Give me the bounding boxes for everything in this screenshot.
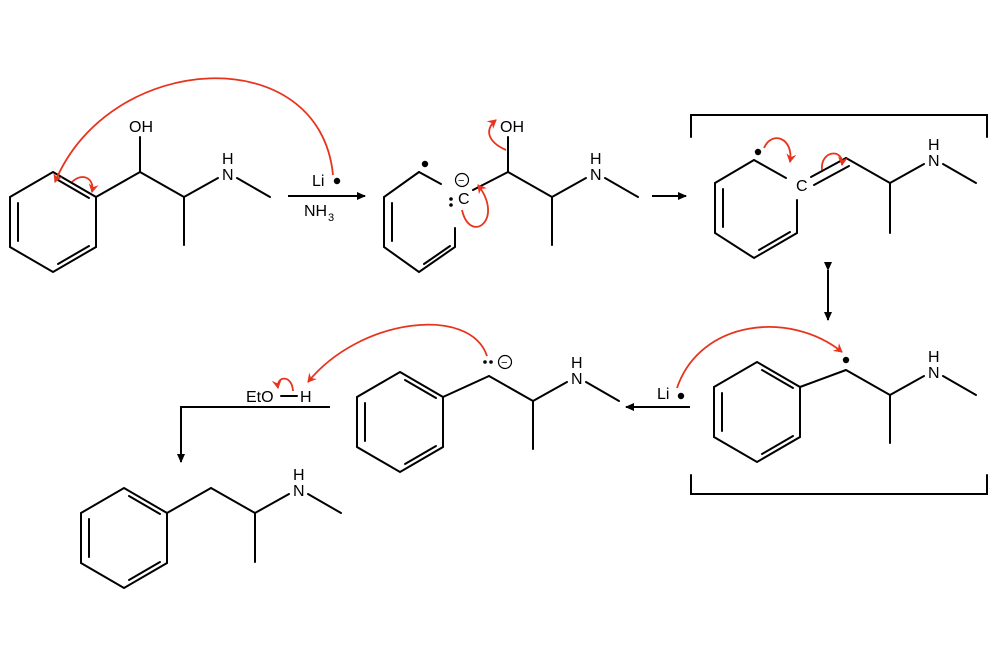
nh3-label: NH: [304, 203, 327, 220]
molecule-benzylic-radical: N H: [676, 326, 977, 464]
radical-dot-4: [842, 356, 850, 364]
amine-n-label-4: N: [928, 365, 940, 382]
molecule-radical-anion: C − OH N H: [383, 119, 639, 274]
li-radical-dot-1: [333, 177, 341, 185]
curly-arrow-pi-shift: [821, 152, 848, 171]
negative-sign-2: −: [501, 357, 507, 369]
amine-n-label-1: N: [222, 167, 234, 184]
curly-arrow-oh-bond: [271, 377, 294, 392]
molecule-pseudoephedrine: OH N H: [9, 77, 334, 274]
curly-arrow-ring-pi: [71, 176, 99, 193]
benzene-ring-6: [80, 486, 168, 590]
amine-h-label-6: H: [293, 467, 305, 484]
curly-arrow-li-to-radical: [676, 326, 843, 389]
curly-arrow-oh-leaving: [486, 119, 507, 151]
lone-pair-dot-2b: [449, 203, 453, 207]
resonance-bracket-top: [690, 114, 988, 138]
amine-n-label-6: N: [293, 483, 305, 500]
negative-sign-1: −: [458, 175, 464, 187]
amine-h-label-3: H: [928, 137, 940, 154]
molecule-resonance-a: C N H: [714, 137, 977, 260]
molecule-benzylic-anion: − N H: [307, 323, 620, 474]
curly-arrow-lone-pair: [461, 184, 489, 228]
curly-arrow-anion-to-h: [307, 323, 488, 383]
nh3-subscript: 3: [328, 212, 334, 224]
amine-h-label-4: H: [928, 349, 940, 366]
curly-arrow-radical-shift: [763, 137, 797, 163]
lone-pair-dot-5a: [483, 360, 487, 364]
negative-charge-2: −: [497, 354, 513, 370]
radical-dot-3: [754, 148, 762, 156]
radical-dot-2: [421, 160, 429, 168]
radical-c-label: C: [796, 178, 808, 195]
amine-n-label-3: N: [928, 153, 940, 170]
eto-label: EtO: [246, 389, 274, 406]
amine-h-label-2: H: [590, 151, 602, 168]
lone-pair-dot-2a: [449, 197, 453, 201]
curly-arrow-li-to-ring: [53, 77, 334, 183]
li-radical-dot-2: [677, 392, 685, 400]
lone-pair-dot-5b: [489, 360, 493, 364]
amine-h-label-5: H: [571, 355, 583, 372]
amine-n-label-2: N: [590, 167, 602, 184]
li-reagent-label-1: Li: [312, 173, 324, 190]
benzene-ring-1: [9, 170, 97, 274]
cyclohexadienyl-ring-2: [383, 171, 456, 274]
step-4-arrow: EtO H: [177, 377, 330, 463]
amine-h-label-1: H: [222, 151, 234, 168]
amine-n-label-5: N: [571, 371, 583, 388]
molecule-methamphetamine: N H: [80, 467, 342, 590]
step-3-arrow: Li: [625, 386, 690, 411]
carbanion-c-label: C: [458, 191, 470, 208]
benzene-ring-4: [713, 360, 801, 464]
cyclohexadienyl-ring-3: [714, 159, 798, 260]
oh-label-2: OH: [500, 119, 524, 136]
oh-label-1: OH: [129, 119, 153, 136]
benzene-ring-5: [356, 370, 444, 474]
negative-charge-1: −: [454, 172, 470, 188]
li-reagent-label-2: Li: [657, 386, 669, 403]
eto-h-label: H: [300, 389, 312, 406]
step-1-arrow: Li NH 3: [288, 173, 366, 224]
resonance-bracket-bottom: [690, 474, 988, 495]
